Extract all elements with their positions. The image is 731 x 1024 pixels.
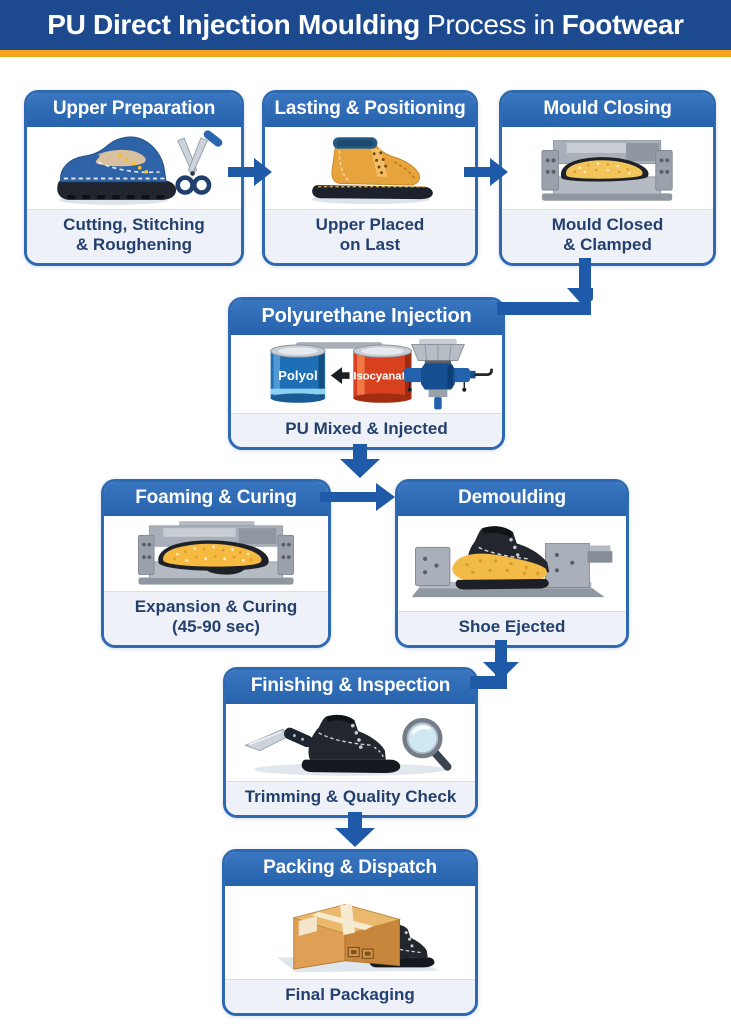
mix-arrow-icon xyxy=(330,367,350,385)
injector-head-icon xyxy=(404,338,493,410)
title-part-bold-1: PU Direct Injection Moulding xyxy=(47,9,420,40)
step-title: Foaming & Curing xyxy=(104,482,328,516)
polyol-label: Polyol xyxy=(278,368,317,383)
page-title: PU Direct Injection Moulding Process in … xyxy=(0,0,731,50)
step-title: Finishing & Inspection xyxy=(226,670,475,704)
step-caption: Cutting, Stitching & Roughening xyxy=(27,208,241,263)
flow-connector-demoulding-to-finishing xyxy=(466,640,522,692)
step-lasting-positioning: Lasting & Positioning Upper Placed on La… xyxy=(262,90,478,266)
boot-on-last-illustration xyxy=(265,127,475,209)
flow-arrow-finishing-to-packing xyxy=(333,812,377,848)
step-caption: Mould Closed & Clamped xyxy=(502,208,713,263)
polyol-can-icon: Polyol xyxy=(270,344,326,403)
title-part-regular: Process in xyxy=(426,9,555,40)
trimming-knife-icon xyxy=(244,727,314,752)
step-title: Packing & Dispatch xyxy=(225,852,475,886)
flow-arrow-injection-to-foaming xyxy=(338,444,382,478)
step-mould-closing: Mould Closing Mould Closed & Clamped xyxy=(499,90,716,266)
flow-arrow-foaming-to-demoulding xyxy=(320,482,396,512)
step-caption: Expansion & Curing (45-90 sec) xyxy=(104,590,328,645)
step-caption: Shoe Ejected xyxy=(398,611,626,645)
step-title: Lasting & Positioning xyxy=(265,93,475,127)
step-upper-preparation: Upper Preparation xyxy=(24,90,244,266)
inspected-boot-icon xyxy=(301,714,401,774)
closed-mould-illustration xyxy=(502,127,713,209)
ejected-shoe-icon xyxy=(411,526,613,598)
step-caption: Upper Placed on Last xyxy=(265,208,475,263)
shoe-and-scissors-illustration xyxy=(27,127,241,209)
step-caption: Final Packaging xyxy=(225,979,475,1013)
carton-box-and-boot-icon xyxy=(277,903,440,973)
carton-box-icon xyxy=(292,903,402,970)
isocyanate-can-icon: Isocyanate xyxy=(352,344,413,403)
step-title: Upper Preparation xyxy=(27,93,241,127)
step-title: Polyurethane Injection xyxy=(231,300,502,335)
foaming-mould-icon xyxy=(138,521,294,585)
flow-connector-mould-to-injection xyxy=(493,258,593,318)
scissors-icon xyxy=(175,130,223,195)
step-polyurethane-injection: Polyurethane Injection Polyol xyxy=(228,297,505,450)
carton-box-and-boot-illustration xyxy=(225,886,475,979)
knife-boot-magnifier-illustration xyxy=(226,704,475,781)
knife-boot-magnifier-icon xyxy=(244,714,452,776)
step-finishing-inspection: Finishing & Inspection xyxy=(223,667,478,818)
chemical-cans-and-injector-illustration: Polyol Isocyanate xyxy=(231,335,502,413)
step-caption: Trimming & Quality Check xyxy=(226,781,475,815)
step-demoulding: Demoulding Shoe Ejected xyxy=(395,479,629,648)
flow-arrow-upper-to-lasting xyxy=(228,158,272,186)
closed-mould-icon xyxy=(541,140,673,201)
ejected-shoe-illustration xyxy=(398,516,626,611)
shoe-and-scissors-icon xyxy=(57,130,223,205)
foaming-mould-illustration xyxy=(104,516,328,591)
title-part-bold-2: Footwear xyxy=(561,9,684,40)
cans-and-injector-icon: Polyol Isocyanate xyxy=(270,338,493,410)
boot-icon xyxy=(311,137,433,205)
magnifier-icon xyxy=(402,718,452,771)
step-foaming-curing: Foaming & Curing Expansion & Curing (45-… xyxy=(101,479,331,648)
isocyanate-label: Isocyanate xyxy=(353,370,411,382)
step-title: Mould Closing xyxy=(502,93,713,127)
step-title: Demoulding xyxy=(398,482,626,516)
flow-arrow-lasting-to-mould xyxy=(464,158,508,186)
step-caption: PU Mixed & Injected xyxy=(231,413,502,447)
accent-divider xyxy=(0,50,731,57)
step-packing-dispatch: Packing & Dispatch xyxy=(222,849,478,1016)
